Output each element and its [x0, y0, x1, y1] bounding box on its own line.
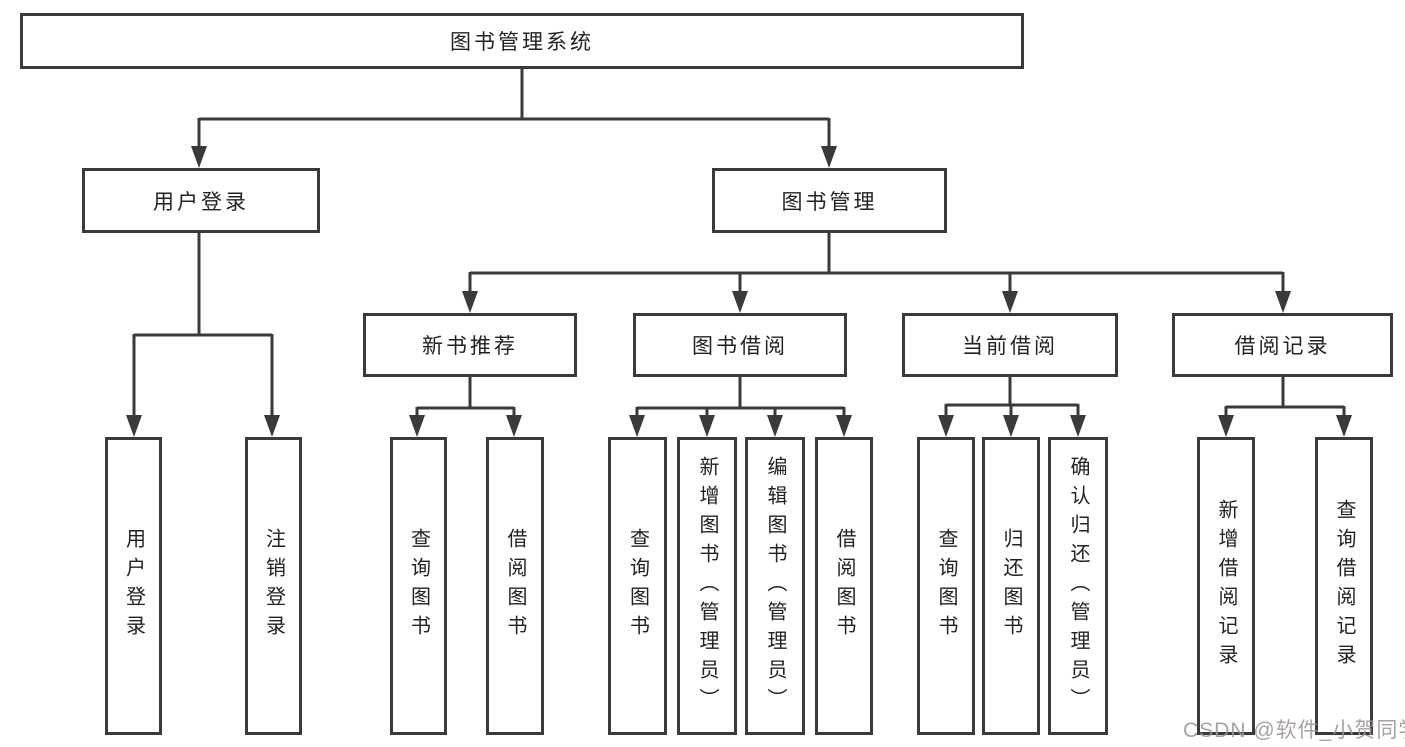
- leaf-confirm-return-admin: 确认归还（管理员）: [1048, 437, 1108, 735]
- leaf-query-books-recommend-label: 查询图书: [407, 528, 430, 644]
- connector-current-borrow: [944, 377, 1080, 417]
- leaf-logout-label: 注销登录: [262, 528, 285, 644]
- connector-user-login: [132, 233, 274, 417]
- node-library-system-label: 图书管理系统: [450, 31, 594, 54]
- node-current-borrow-label: 当前借阅: [962, 335, 1058, 358]
- node-user-login-label: 用户登录: [153, 190, 249, 214]
- leaf-borrow-books-recommend: 借阅图书: [486, 437, 544, 735]
- node-book-borrow-label: 图书借阅: [692, 335, 788, 358]
- node-new-book-recommend: 新书推荐: [363, 313, 577, 377]
- node-borrow-records-label: 借阅记录: [1234, 335, 1331, 358]
- leaf-borrow-books-recommend-label: 借阅图书: [504, 528, 526, 644]
- leaf-add-borrow-record: 新增借阅记录: [1197, 437, 1255, 735]
- leaf-logout: 注销登录: [245, 437, 302, 735]
- leaf-query-borrow-record: 查询借阅记录: [1315, 437, 1373, 735]
- node-borrow-records: 借阅记录: [1172, 313, 1393, 377]
- node-book-management-label: 图书管理: [781, 190, 878, 214]
- leaf-query-books-recommend: 查询图书: [390, 437, 447, 735]
- watermark: CSDN @软件_小贺同学: [1183, 719, 1405, 742]
- connector-root: [197, 69, 831, 148]
- connector-borrow-record: [1224, 377, 1346, 417]
- arrowheads: [126, 146, 1352, 437]
- leaf-return-book-label: 归还图书: [1000, 528, 1022, 644]
- leaf-user-login-label: 用户登录: [122, 528, 145, 644]
- leaf-query-books-borrow: 查询图书: [608, 437, 667, 735]
- node-new-book-recommend-label: 新书推荐: [422, 335, 518, 358]
- node-book-borrow: 图书借阅: [633, 313, 847, 377]
- leaf-add-book-admin: 新增图书（管理员）: [677, 437, 737, 735]
- leaf-user-login: 用户登录: [105, 437, 162, 735]
- leaf-edit-book-admin-label: 编辑图书（管理员）: [764, 455, 786, 717]
- leaf-query-borrow-record-label: 查询借阅记录: [1333, 499, 1355, 673]
- node-user-login: 用户登录: [82, 168, 320, 233]
- leaf-borrow-books: 借阅图书: [815, 437, 873, 735]
- connector-book-mgmt: [468, 233, 1285, 293]
- leaf-query-books-borrow-label: 查询图书: [626, 528, 649, 644]
- node-book-management: 图书管理: [712, 168, 947, 233]
- node-current-borrow: 当前借阅: [902, 313, 1118, 377]
- leaf-query-books-current-label: 查询图书: [935, 528, 957, 644]
- leaf-return-book: 归还图书: [982, 437, 1040, 735]
- connector-book-borrow: [635, 377, 846, 417]
- connector-new-book: [415, 377, 516, 417]
- leaf-add-borrow-record-label: 新增借阅记录: [1215, 499, 1237, 673]
- leaf-add-book-admin-label: 新增图书（管理员）: [696, 455, 718, 717]
- leaf-query-books-current: 查询图书: [917, 437, 975, 735]
- leaf-edit-book-admin: 编辑图书（管理员）: [745, 437, 805, 735]
- node-library-system: 图书管理系统: [20, 13, 1024, 69]
- leaf-confirm-return-admin-label: 确认归还（管理员）: [1067, 455, 1089, 717]
- leaf-borrow-books-label: 借阅图书: [833, 528, 855, 644]
